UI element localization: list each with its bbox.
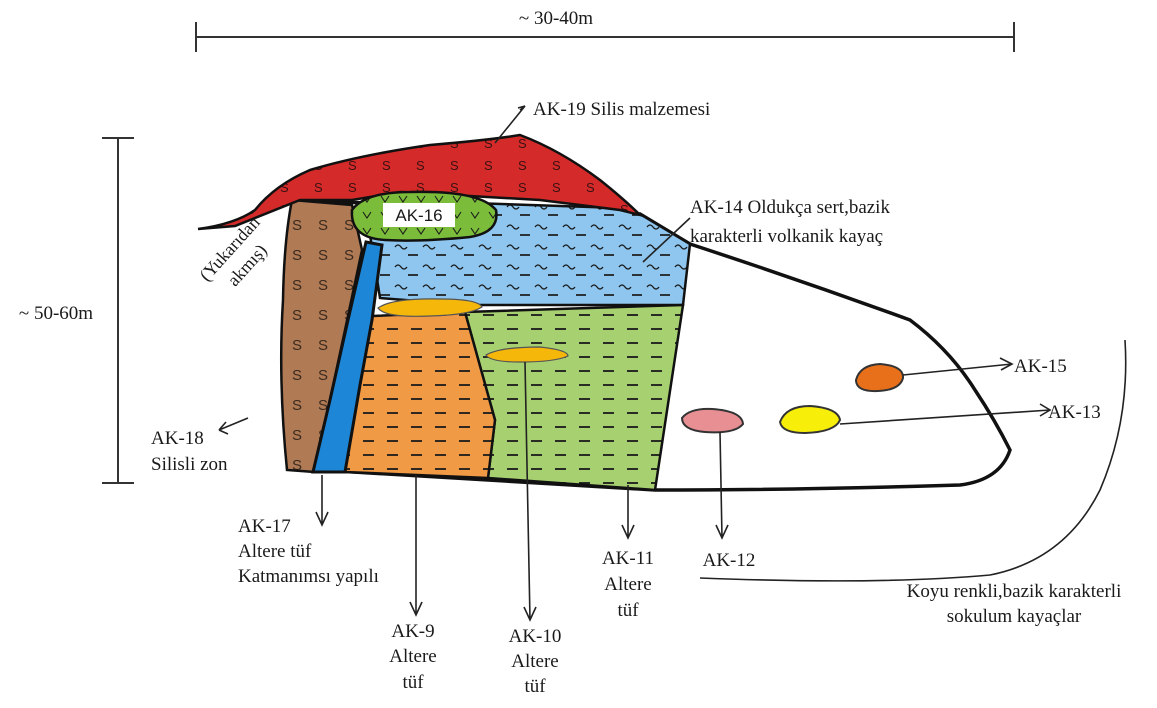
ak11-label-line2: Altere [604, 574, 651, 595]
ak17-label-line2: Altere tüf [238, 541, 312, 562]
ak10-label-line3: tüf [524, 676, 546, 697]
ak14-label-line1: AK-14 Oldukça sert,bazik [690, 197, 890, 218]
ak17-label-line3: Katmanımsı yapılı [238, 566, 379, 587]
intrusive-label-line2: sokulum kayaçlar [947, 606, 1082, 627]
ak15-label: AK-15 [1014, 356, 1067, 377]
flow-annotation: (Yukarıdan akmış) [195, 212, 282, 302]
ak9-label-line3: tüf [402, 672, 424, 693]
ak9-label-line2: Altere [389, 646, 436, 667]
ak15-pod [856, 364, 903, 391]
ak10-label-line1: AK-10 [509, 626, 562, 647]
height-label: ~ 50-60m [19, 303, 93, 324]
ak11-label-line3: tüf [617, 600, 639, 621]
ak12-label: AK-12 [703, 550, 756, 571]
ak13-pod [780, 406, 840, 433]
ak10-label-line2: Altere [511, 651, 558, 672]
ak14-label-line2: karakterli volkanik kayaç [690, 226, 883, 247]
height-scale-bar: ~ 50-60m [6, 138, 134, 483]
ak12-pod [682, 409, 743, 432]
ak13-label: AK-13 [1048, 402, 1101, 423]
width-scale-bar: ~ 30-40m [196, 6, 1014, 52]
width-label: ~ 30-40m [519, 8, 593, 29]
ak19-label: AK-19 Silis malzemesi [533, 99, 710, 120]
ak17-label-line1: AK-17 [238, 516, 291, 537]
ak9-label-line1: AK-9 [391, 621, 434, 642]
ak18-label-line2: Silisli zon [151, 454, 228, 475]
intrusive-label-line1: Koyu renkli,bazik karakterli [907, 581, 1122, 602]
ak18-label-line1: AK-18 [151, 428, 204, 449]
ak11-label-line1: AK-11 [602, 548, 654, 569]
ak16-label: AK-16 [395, 206, 442, 225]
